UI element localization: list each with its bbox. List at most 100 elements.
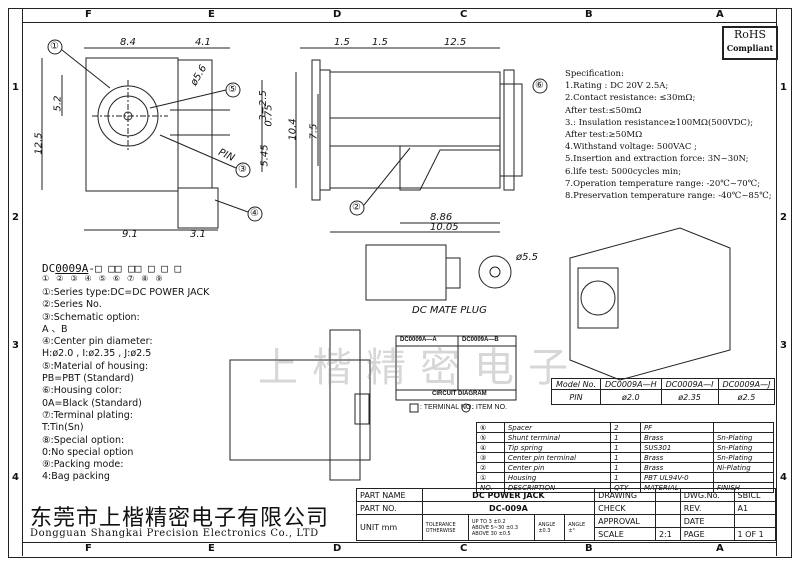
zone-b-bottom: B bbox=[585, 543, 593, 554]
callout-6: ⑥ bbox=[535, 80, 544, 91]
callout-3: ③ bbox=[238, 164, 247, 175]
table-cell: 1 bbox=[610, 442, 641, 453]
row-3-left: 3 bbox=[12, 340, 19, 351]
table-cell: ⑥ bbox=[476, 422, 505, 433]
model-header-row: Model No. DC0009A—H DC0009A—I DC0009A—J bbox=[551, 378, 776, 390]
dim-10-4: 10.4 bbox=[287, 118, 299, 141]
callout-1: ① bbox=[50, 41, 59, 52]
options-list: ①:Series type:DC=DC POWER JACK ②:Series … bbox=[42, 287, 209, 484]
part-no-label: PART NO. bbox=[356, 501, 423, 515]
dim-5-45: 5.45 bbox=[259, 144, 271, 167]
part-code: DC0009A-□ □□ □□ □ □ □ bbox=[42, 262, 181, 275]
option-line: ⑧:Special option: bbox=[42, 434, 125, 446]
code-num-1: ① bbox=[42, 274, 57, 283]
zone-d-top: D bbox=[333, 9, 342, 20]
row-1-right: 1 bbox=[780, 82, 787, 93]
dim-1-5-b: 1.5 bbox=[372, 37, 388, 48]
tol-row: ABOVE 30 ±0.5 bbox=[472, 531, 531, 537]
table-cell: Sn-Plating bbox=[712, 452, 775, 463]
table-cell: Tip spring bbox=[503, 442, 612, 453]
option-line: T:Tin(Sn) bbox=[42, 422, 84, 434]
table-cell: SUS301 bbox=[639, 442, 714, 453]
date-label: DATE bbox=[679, 514, 735, 528]
code-num-2: ② bbox=[56, 274, 71, 283]
table-cell: ③ bbox=[476, 452, 505, 463]
circuit-legend-terminal: : TERMINAL NO. bbox=[420, 404, 474, 411]
model-header-cell: DC0009A—J bbox=[717, 378, 776, 390]
table-cell: Ni-Plating bbox=[712, 462, 775, 473]
option-line: ④:Center pin diameter: bbox=[42, 336, 153, 348]
title-row: PART NO. DC-009A CHECK REV. A1 bbox=[356, 501, 777, 515]
watermark: 上楷精密电子 bbox=[258, 345, 582, 391]
zone-f-bottom: F bbox=[85, 543, 92, 554]
part-code-numbers: ①②③④⑤⑥⑦⑧⑨ bbox=[42, 274, 170, 283]
rev-value: A1 bbox=[733, 501, 777, 515]
rohs-subtitle: Compliant bbox=[726, 43, 774, 53]
dim-3-1: 3.1 bbox=[190, 229, 206, 240]
option-line: ⑦:Terminal plating: bbox=[42, 409, 133, 421]
spec-line: After test:≤50mΩ bbox=[565, 105, 642, 116]
part-code-digits: 0009A bbox=[55, 262, 89, 275]
dim-8-86: 8.86 bbox=[430, 212, 453, 223]
callout-4: ④ bbox=[250, 208, 259, 219]
tol-range: ABOVE 5~30 bbox=[471, 524, 505, 531]
model-table: Model No. DC0009A—H DC0009A—I DC0009A—J … bbox=[551, 378, 776, 405]
date-value bbox=[733, 514, 777, 528]
spec-line: 8.Preservation temperature range: -40℃~8… bbox=[565, 191, 772, 202]
callout-3-circle bbox=[235, 162, 251, 178]
option-line: ①:Series type:DC=DC POWER JACK bbox=[42, 287, 210, 298]
row-4-right: 4 bbox=[780, 472, 787, 483]
dim-5-2: 5.2 bbox=[52, 95, 64, 112]
table-cell bbox=[712, 422, 775, 433]
table-cell: Sn-Plating bbox=[712, 442, 775, 453]
zone-b-top: B bbox=[585, 9, 593, 20]
circuit-legend-item: : ITEM NO. bbox=[472, 404, 507, 411]
model-header-cell: DC0009A—H bbox=[599, 378, 662, 390]
angle-tol-b: ±° bbox=[568, 527, 575, 534]
zone-a-top: A bbox=[716, 9, 724, 20]
table-cell: 2 bbox=[610, 422, 641, 433]
zone-d-bottom: D bbox=[333, 543, 342, 554]
dim-0-75: 0.75 bbox=[263, 104, 275, 127]
dim-10-05: 10.05 bbox=[430, 222, 459, 233]
dim-9-1: 9.1 bbox=[122, 229, 138, 240]
title-block: PART NAME DC POWER JACK DRAWING DWG.No. … bbox=[356, 488, 777, 541]
table-cell: Brass bbox=[639, 432, 714, 443]
spec-line: 7.Operation temperature range: -20℃~70℃; bbox=[565, 178, 761, 189]
zone-e-bottom: E bbox=[208, 543, 215, 554]
table-cell: Spacer bbox=[503, 422, 612, 433]
specification-block: Specification: 1.Rating : DC 20V 2.5A; 2… bbox=[565, 68, 772, 202]
spec-title: Specification: bbox=[565, 69, 624, 79]
model-cell: ø2.0 bbox=[599, 389, 662, 405]
company-name-cn: 东莞市上楷精密电子有限公司 bbox=[30, 506, 330, 531]
top-zone-bar bbox=[22, 8, 776, 23]
table-cell: ④ bbox=[476, 442, 505, 453]
table-cell: Shunt terminal bbox=[503, 432, 612, 443]
code-num-3: ③ bbox=[70, 274, 85, 283]
callout-2-circle bbox=[349, 200, 365, 216]
code-num-9: ⑨ bbox=[155, 274, 170, 283]
title-row: PART NAME DC POWER JACK DRAWING DWG.No. … bbox=[356, 488, 777, 502]
angle-tol-a: ±0.3 bbox=[538, 527, 551, 534]
dim-plug-5-5: ø5.5 bbox=[516, 252, 539, 263]
angle2-cell: ANGLE±° bbox=[564, 514, 596, 541]
drawing-label: DRAWING bbox=[594, 488, 656, 502]
part-name-label: PART NAME bbox=[356, 488, 423, 502]
dim-1-5-a: 1.5 bbox=[334, 37, 350, 48]
table-cell: Brass bbox=[639, 452, 714, 463]
tolerance-label: TOLERANCE bbox=[425, 521, 456, 528]
model-cell: ø2.5 bbox=[717, 389, 776, 405]
circuit-left-title: DC0009A—A bbox=[400, 337, 437, 343]
table-cell bbox=[712, 472, 775, 483]
bottom-zone-bar bbox=[22, 542, 776, 557]
option-line: ⑤:Material of housing: bbox=[42, 360, 149, 372]
table-cell: ⑤ bbox=[476, 432, 505, 443]
circuit-right-title: DC0009A—B bbox=[462, 337, 499, 343]
row-1-left: 1 bbox=[12, 82, 19, 93]
